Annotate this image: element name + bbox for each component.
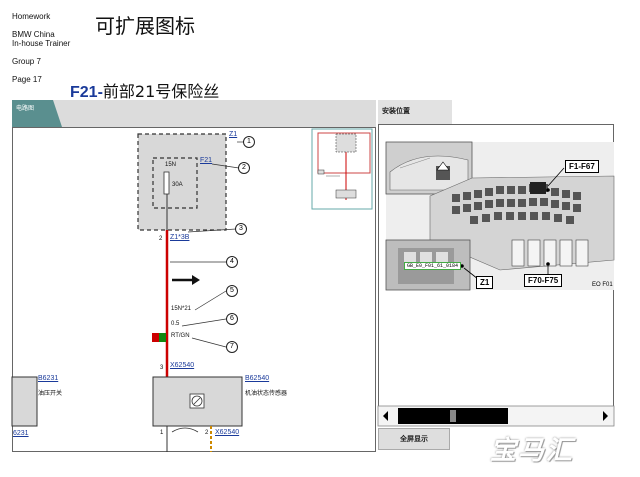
oil-switch-desc: 油压开关 [38,391,63,397]
fuse-15n-label: 15N [165,162,177,168]
callout-3[interactable]: 3 [235,223,247,235]
b62540-link[interactable]: B62540 [245,375,270,382]
x62540-link-top[interactable]: X62540 [170,362,195,369]
fullscreen-button[interactable]: 全屏显示 [378,428,450,450]
f21-link[interactable]: F21 [200,157,213,164]
fuse-inner-outline [152,157,198,209]
tab-wiring-diagram[interactable]: 电路图 [12,100,62,127]
callout-f70-f75: F70-F75 [524,274,563,287]
tab-install-location[interactable]: 安装位置 [382,107,410,115]
scroll-right-arrow [603,411,608,421]
connector-mark-green [159,333,166,342]
x62540-link-bottom[interactable]: X62540 [215,429,240,436]
group-label: Group 7 [12,57,41,66]
scroll-left-arrow [383,411,388,421]
z1-3b-link[interactable]: Z1*3B [170,234,190,241]
left-edge-6231-link[interactable]: 6231 [13,430,29,437]
callout-1[interactable]: 1 [243,136,255,148]
oil-sensor-desc: 机油状态传感器 [245,391,288,397]
pin-2-bottom-label: 2 [205,430,209,436]
callout-f1-f67: F1-F67 [565,160,599,173]
wire-color-label: RT/GN [171,333,190,339]
wire-15n21-label: 15N*21 [171,306,192,312]
fuse-30a-label: 30A [172,182,183,188]
subtitle-text: 前部21号保险丝 [102,82,220,101]
bmw-china-label: BMW China [12,30,55,39]
pin-1-label: 1 [160,430,164,436]
callout-4[interactable]: 4 [226,256,238,268]
callout-5[interactable]: 5 [226,285,238,297]
photo-code-label: GB_E0_F01_61_0184 [404,262,462,270]
callout-6[interactable]: 6 [226,313,238,325]
callout-2[interactable]: 2 [238,162,250,174]
page-title: 可扩展图标 [95,14,195,38]
wire-gauge-label: 0.5 [171,321,180,327]
callout-z1: Z1 [476,276,494,289]
pin-2-label: 2 [159,236,163,242]
connector-mark-red [152,333,159,342]
b6231-link[interactable]: B6231 [38,375,59,382]
oil-switch-box [11,376,38,427]
page-label: Page 17 [12,75,42,84]
pin-3-label: 3 [160,365,164,371]
eo-code-label: EO F01 [592,282,613,288]
page-subtitle: F21-前部21号保险丝 [70,78,219,102]
site-watermark: 宝马汇 [490,436,575,466]
callout-7[interactable]: 7 [226,341,238,353]
left-tab-bar [12,100,376,127]
z1-link-top[interactable]: Z1 [229,131,238,138]
homework-label: Homework [12,12,51,21]
subtitle-code: F21- [70,84,103,101]
trainer-label: In-house Trainer [12,39,71,48]
right-tab-spacer [452,100,614,124]
